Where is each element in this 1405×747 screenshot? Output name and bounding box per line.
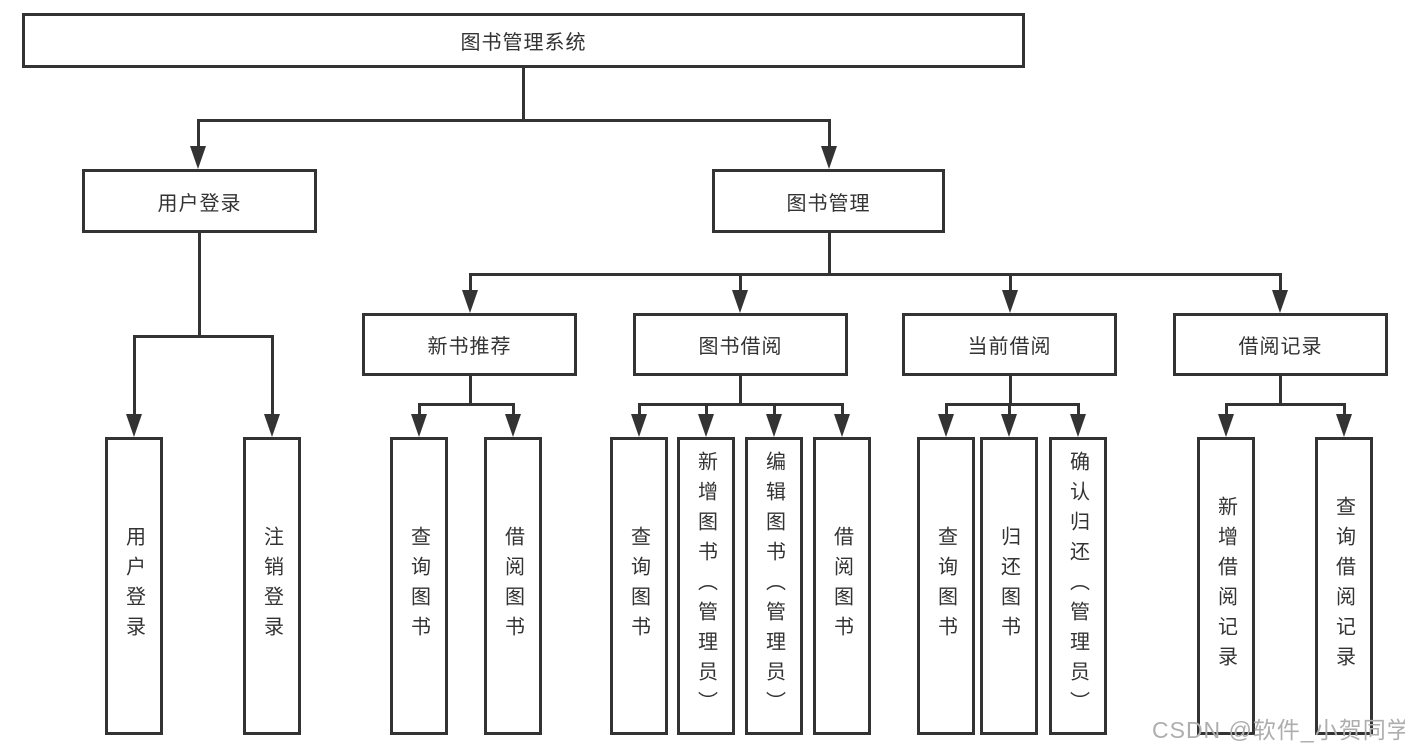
connector-line [469, 376, 472, 403]
connector-line [1009, 273, 1012, 292]
arrowhead-down-icon [631, 414, 647, 437]
leaf-query-books-recommend: 查询图书 [390, 437, 448, 735]
arrowhead-down-icon [1070, 414, 1086, 437]
connector-line [418, 403, 515, 406]
connector-line [828, 233, 831, 273]
connector-line [512, 403, 515, 416]
node-user-login: 用户登录 [82, 169, 317, 233]
connector-line [271, 335, 274, 416]
watermark: CSDN @软件_小贺同学 [1152, 717, 1405, 743]
arrowhead-down-icon [1336, 414, 1352, 437]
arrowhead-down-icon [411, 414, 427, 437]
connector-line [638, 403, 641, 416]
arrowhead-down-icon [732, 290, 748, 313]
leaf-borrow-books-recommend: 借阅图书 [484, 437, 542, 735]
leaf-query-borrow-record: 查询借阅记录 [1315, 437, 1373, 735]
connector-line [1343, 403, 1346, 416]
connector-line [469, 273, 1282, 276]
connector-line [841, 403, 844, 416]
connector-line [197, 119, 200, 148]
connector-line [418, 403, 421, 416]
arrowhead-down-icon [1002, 290, 1018, 313]
connector-line [945, 403, 948, 416]
arrowhead-down-icon [834, 414, 850, 437]
leaf-add-book-admin: 新增图书（管理员） [677, 437, 735, 735]
arrowhead-down-icon [938, 414, 954, 437]
leaf-borrow-books-borrow: 借阅图书 [813, 437, 871, 735]
connector-line [198, 233, 201, 335]
connector-line [469, 273, 472, 292]
connector-line [705, 403, 708, 416]
arrowhead-down-icon [1001, 414, 1017, 437]
connector-line [828, 119, 831, 148]
leaf-confirm-return-admin: 确认归还（管理员） [1049, 437, 1107, 735]
arrowhead-down-icon [264, 414, 280, 437]
connector-line [133, 335, 274, 338]
connector-line [1225, 403, 1346, 406]
connector-line [1009, 376, 1012, 403]
arrowhead-down-icon [1218, 414, 1234, 437]
connector-line [197, 119, 831, 122]
node-current-borrow: 当前借阅 [902, 313, 1117, 376]
connector-line [739, 273, 742, 292]
leaf-edit-book-admin: 编辑图书（管理员） [745, 437, 803, 735]
connector-line [638, 403, 844, 406]
connector-line [1279, 273, 1282, 292]
arrowhead-down-icon [1272, 290, 1288, 313]
connector-line [739, 376, 742, 403]
arrowhead-down-icon [821, 146, 837, 169]
node-book-management: 图书管理 [712, 169, 945, 233]
node-borrow-records: 借阅记录 [1173, 313, 1388, 376]
arrowhead-down-icon [190, 146, 206, 169]
leaf-logout: 注销登录 [243, 437, 301, 735]
arrowhead-down-icon [766, 414, 782, 437]
connector-line [522, 68, 525, 119]
connector-line [133, 335, 136, 416]
leaf-user-login: 用户登录 [105, 437, 163, 735]
leaf-add-borrow-record: 新增借阅记录 [1197, 437, 1255, 735]
leaf-return-books: 归还图书 [980, 437, 1038, 735]
connector-line [1225, 403, 1228, 416]
leaf-query-books-borrow: 查询图书 [610, 437, 668, 735]
connector-line [1279, 376, 1282, 403]
node-book-borrow: 图书借阅 [633, 313, 848, 376]
node-library-system: 图书管理系统 [22, 13, 1025, 68]
connector-line [1077, 403, 1080, 416]
leaf-query-books-current: 查询图书 [917, 437, 975, 735]
node-new-book-recommend: 新书推荐 [362, 313, 577, 376]
arrowhead-down-icon [126, 414, 142, 437]
connector-line [773, 403, 776, 416]
arrowhead-down-icon [698, 414, 714, 437]
connector-line [1008, 403, 1011, 416]
arrowhead-down-icon [505, 414, 521, 437]
arrowhead-down-icon [462, 290, 478, 313]
connector-line [945, 403, 1080, 406]
